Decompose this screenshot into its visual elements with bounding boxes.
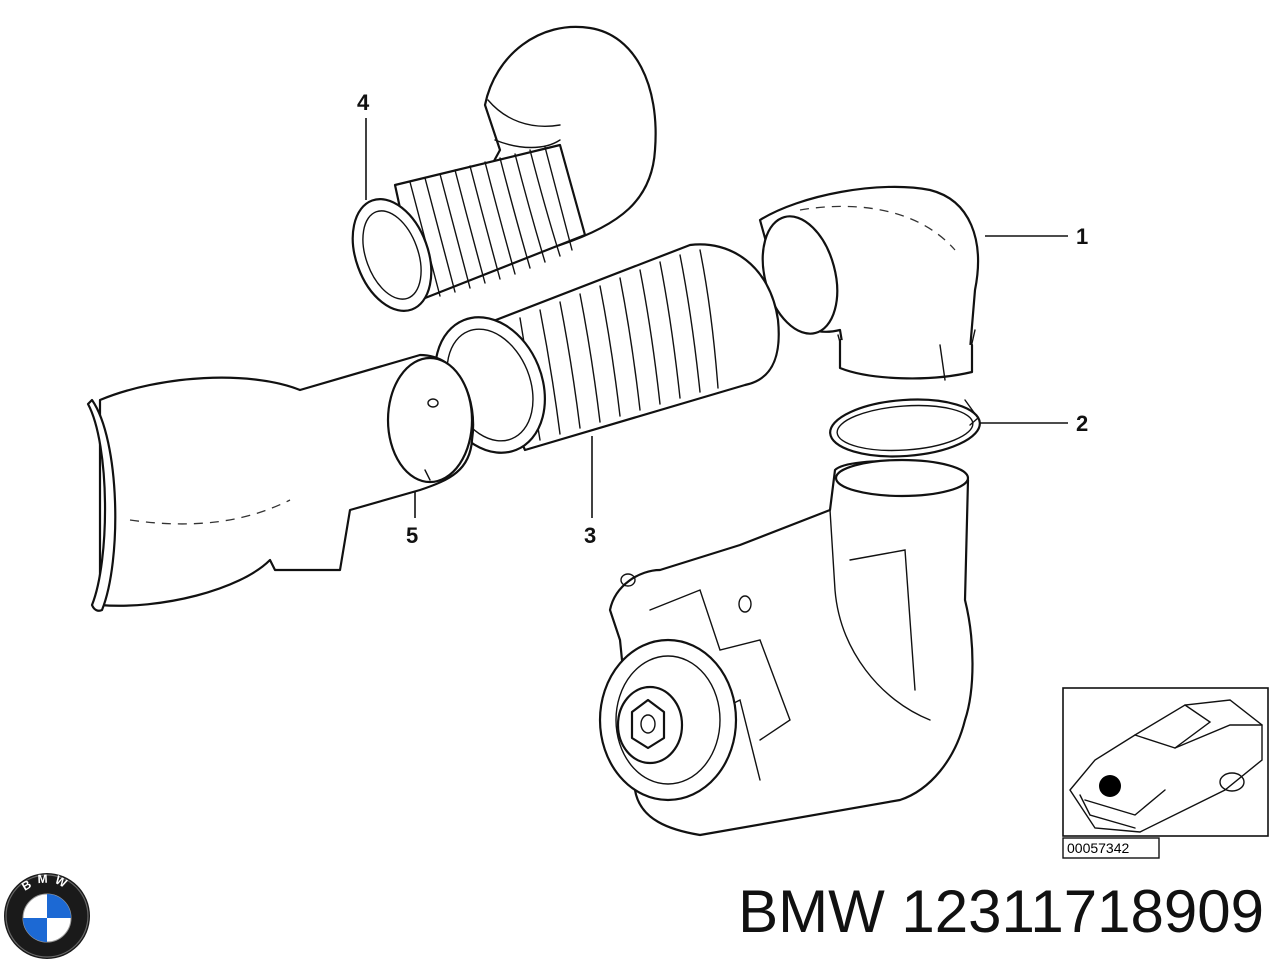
inset-location-marker	[1099, 775, 1121, 797]
callout-3: 3	[584, 523, 596, 548]
callout-2: 2	[1076, 411, 1088, 436]
callout-4: 4	[357, 90, 370, 115]
leader-lines	[365, 118, 1068, 518]
part-caption: BMW 12311718909	[738, 872, 1264, 952]
callout-5: 5	[406, 523, 418, 548]
caption-brand: BMW	[738, 878, 885, 945]
alternator	[598, 458, 974, 837]
callout-1: 1	[1076, 224, 1088, 249]
part-1-elbow	[758, 185, 980, 381]
part-5-intake-duct	[86, 353, 475, 612]
inset-diagram-number: 00057342	[1067, 840, 1130, 856]
caption-part-number: 12311718909	[901, 878, 1264, 945]
alternator-pulley	[598, 638, 738, 802]
part-4-bellows-ribs	[409, 146, 573, 297]
part-4-intake-elbow-bellows	[351, 25, 657, 312]
callout-numbers: 1 2 3 4 5	[357, 90, 1088, 548]
bmw-logo: BMW	[4, 872, 90, 959]
inset-car-icon	[1069, 699, 1263, 833]
inset-car-location: 00057342	[1062, 687, 1269, 859]
part-2-clamp	[829, 398, 981, 458]
